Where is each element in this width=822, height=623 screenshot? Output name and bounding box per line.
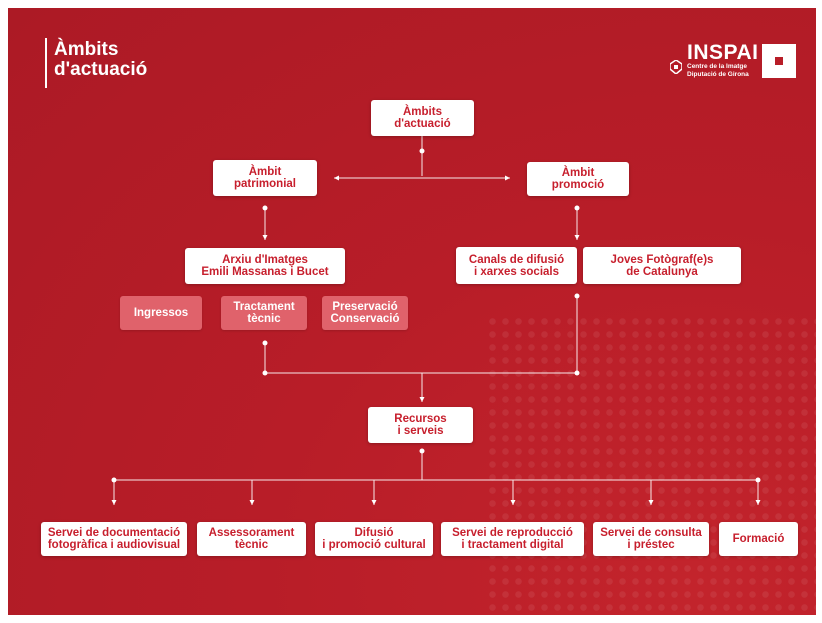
arrow [510, 500, 516, 505]
inspai-logo: INSPAI Centre de la Imatge Diputació de … [670, 40, 796, 84]
node-ambit-patrimonial: Àmbit patrimonial [213, 160, 317, 196]
page-title-line1: Àmbits [54, 39, 119, 60]
node-ambit-promocio: Àmbit promoció [527, 162, 629, 196]
arrow [648, 500, 654, 505]
node-recursos: Recursos i serveis [368, 407, 473, 443]
arrow [262, 235, 268, 240]
node-servei-documentacio: Servei de documentació fotogràfica i aud… [41, 522, 187, 556]
arrow-right [505, 175, 510, 181]
dot-pattern [486, 315, 816, 615]
dot [574, 293, 580, 299]
dot [262, 205, 268, 211]
arrow [249, 500, 255, 505]
dot [419, 148, 425, 154]
node-preservacio: Preservació Conservació [322, 296, 408, 330]
node-formacio: Formació [719, 522, 798, 556]
node-servei-reproduccio: Servei de reproducció i tractament digit… [441, 522, 584, 556]
dot [262, 370, 268, 376]
logo-square-icon [762, 44, 796, 78]
dot [111, 477, 117, 483]
title-bar [45, 38, 47, 88]
node-ingressos: Ingressos [120, 296, 202, 330]
seal-icon [670, 60, 682, 74]
arrow [574, 235, 580, 240]
arrow [111, 500, 117, 505]
dot [755, 477, 761, 483]
arrow [755, 500, 761, 505]
dot [419, 448, 425, 454]
logo-brand: INSPAI [687, 41, 759, 64]
node-joves: Joves Fotògraf(e)s de Catalunya [583, 247, 741, 284]
node-difusio: Difusió i promoció cultural [315, 522, 433, 556]
node-arxiu: Arxiu d'Imatges Emili Massanas i Bucet [185, 248, 345, 284]
arrow-left [334, 175, 339, 181]
node-servei-consulta: Servei de consulta i préstec [593, 522, 709, 556]
dot [574, 205, 580, 211]
logo-line1: Centre de la Imatge [687, 63, 747, 70]
arrow [419, 397, 425, 402]
connector-lines [111, 136, 761, 505]
dot [262, 340, 268, 346]
node-tractament: Tractament tècnic [221, 296, 307, 330]
diagram-canvas: Àmbits d'actuació INSPAI Centre de la Im… [8, 8, 816, 615]
node-canals: Canals de difusió i xarxes socials [456, 247, 577, 284]
arrow [371, 500, 377, 505]
dot [574, 370, 580, 376]
page-title-line2: d'actuació [54, 59, 148, 80]
node-assessorament: Assessorament tècnic [197, 522, 306, 556]
logo-line2: Diputació de Girona [687, 71, 749, 78]
node-root: Àmbits d'actuació [371, 100, 474, 136]
